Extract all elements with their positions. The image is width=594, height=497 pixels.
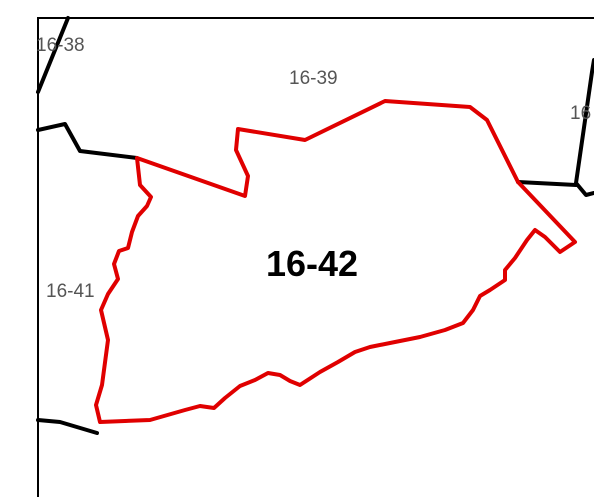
label-16-39: 16-39 <box>289 68 338 89</box>
boundary-west-upper <box>36 122 139 160</box>
boundary-nw <box>36 16 70 94</box>
map-frame <box>37 17 594 497</box>
label-16-38: 16-38 <box>36 35 85 56</box>
neighbor-boundaries <box>36 16 594 435</box>
label-16-east: 16 <box>570 103 591 124</box>
boundary-east <box>516 180 578 187</box>
label-16-42: 16-42 <box>266 243 358 284</box>
boundary-west-lower <box>36 418 99 435</box>
parcel-16-42-outline[interactable] <box>94 99 577 424</box>
label-16-41: 16-41 <box>46 281 95 302</box>
